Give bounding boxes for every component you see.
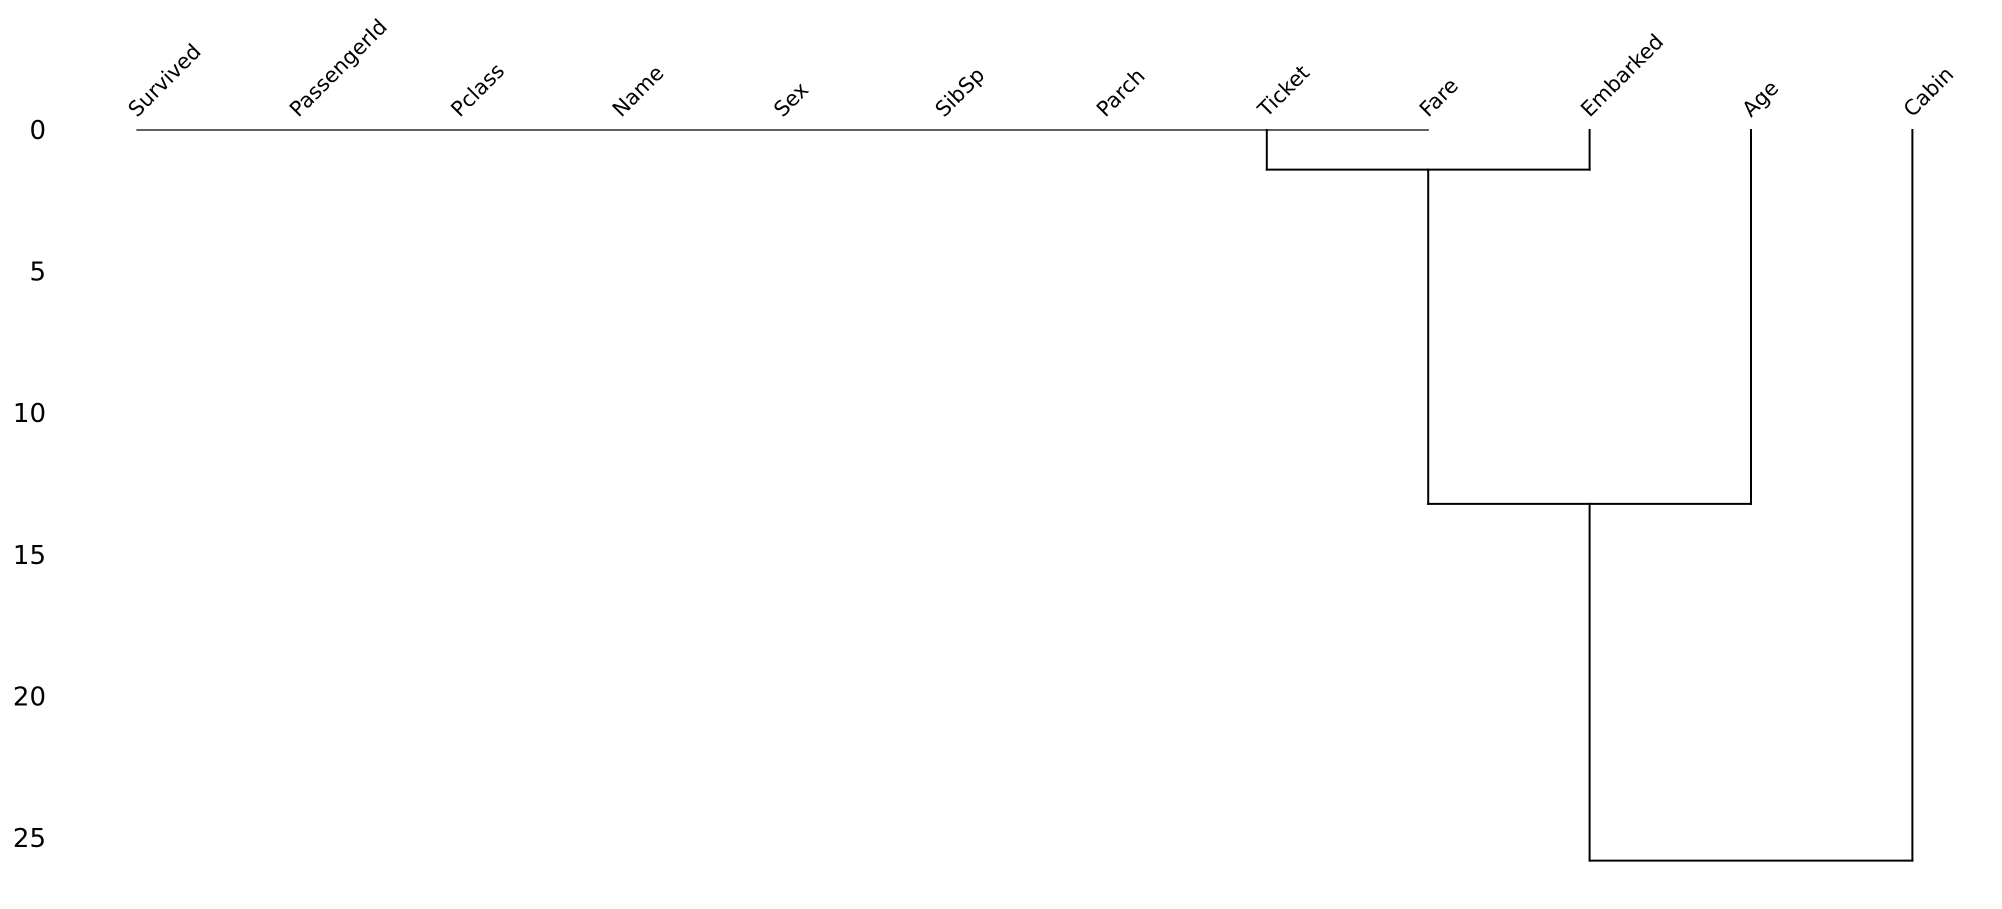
leaf-label-sex: Sex [769, 77, 813, 121]
dendrogram-links [136, 129, 1914, 862]
leaf-label-survived: Survived [124, 39, 206, 121]
y-axis-tick-labels: 0 5 10 15 20 25 [13, 116, 46, 854]
leaf-label-parch: Parch [1092, 64, 1150, 122]
y-tick-label: 5 [29, 258, 46, 288]
y-tick-label: 20 [13, 682, 46, 712]
leaf-label-embarked: Embarked [1576, 29, 1668, 121]
y-tick-label: 0 [29, 116, 46, 146]
leaf-label-ticket: Ticket [1253, 61, 1315, 123]
leaf-label-passengerid: PassengerId [285, 15, 392, 122]
leaf-label-age: Age [1738, 76, 1784, 122]
leaf-label-fare: Fare [1415, 73, 1463, 121]
leaf-label-name: Name [608, 61, 669, 122]
y-tick-label: 10 [13, 399, 46, 429]
leaf-label-sibsp: SibSp [931, 63, 990, 122]
leaf-label-pclass: Pclass [446, 59, 509, 122]
leaf-label-cabin: Cabin [1899, 62, 1958, 121]
x-axis-leaf-labels: Survived PassengerId Pclass Name Sex SibSp Par… [124, 15, 1959, 123]
y-tick-label: 15 [13, 541, 46, 571]
y-tick-label: 25 [13, 824, 46, 854]
